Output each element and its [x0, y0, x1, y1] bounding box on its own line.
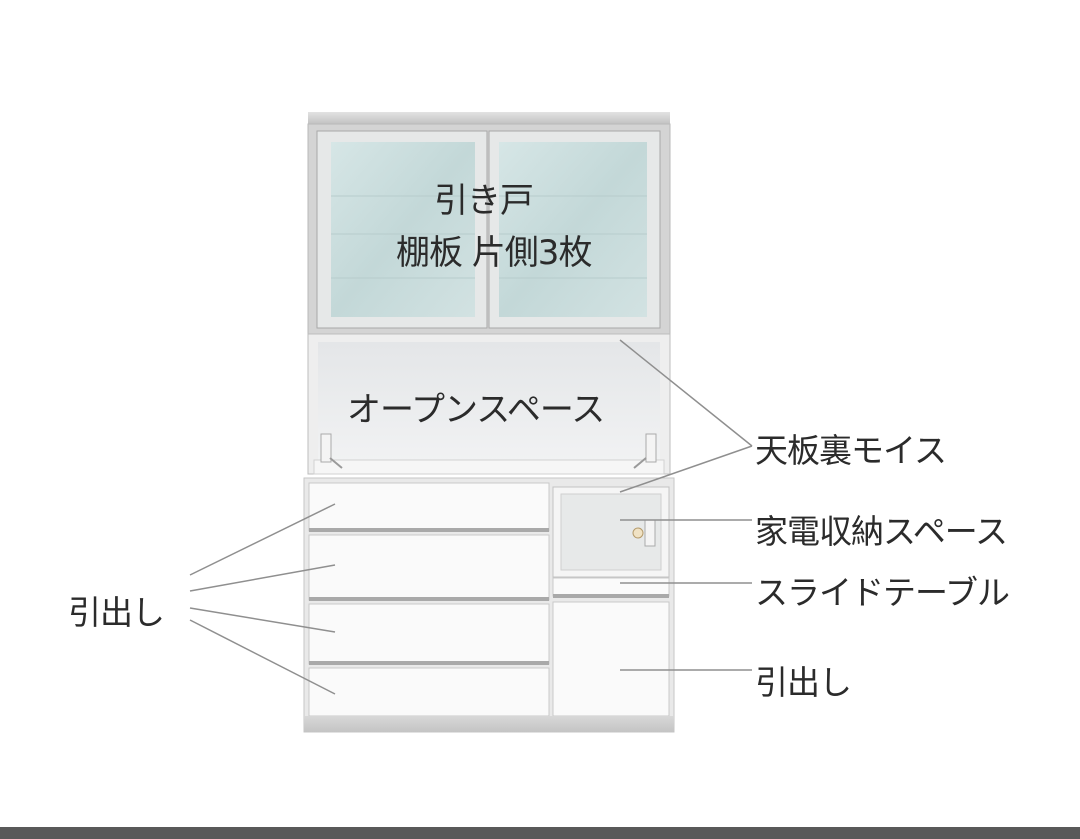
open-space-counter	[313, 459, 665, 475]
appliance-space-interior	[560, 493, 662, 571]
outlet-left	[320, 433, 332, 463]
slide-table	[552, 577, 670, 597]
leader-lines	[189, 339, 753, 695]
leader-drawer-2	[189, 564, 336, 592]
label-appliance-space: 家電収納スペース	[755, 512, 1008, 551]
open-space-section	[307, 333, 671, 475]
drawer-4	[308, 667, 550, 717]
lower-cabinet	[303, 477, 675, 733]
slide-table-handle	[553, 594, 669, 598]
label-drawer-right: 引出し	[755, 663, 852, 702]
label-open-space: オープンスペース	[347, 390, 605, 430]
label-shelf-info: 棚板 片側3枚	[396, 233, 592, 273]
outlet-right	[645, 433, 657, 463]
shelf-lines	[331, 195, 647, 279]
open-space-interior	[318, 342, 660, 462]
drawer-1-handle	[309, 528, 549, 532]
appliance-knob	[632, 527, 644, 539]
leader-drawer-1	[189, 503, 336, 576]
leader-drawer-4	[189, 619, 336, 695]
drawer-2	[308, 534, 550, 601]
label-drawer-left: 引出し	[68, 593, 165, 632]
drawer-2-handle	[309, 597, 549, 601]
right-drawer	[552, 601, 670, 717]
drawer-3-handle	[309, 661, 549, 665]
leader-top-moisture-a	[619, 339, 753, 447]
label-sliding-door: 引き戸	[434, 181, 534, 221]
leader-drawer-3	[189, 607, 336, 633]
plinth	[304, 716, 674, 732]
bracket-right	[633, 457, 647, 469]
upper-cabinet	[307, 112, 671, 335]
drawer-3	[308, 603, 550, 665]
right-door-glass	[499, 142, 647, 317]
bottom-bar	[0, 827, 1080, 839]
leader-top-moisture-b	[619, 445, 753, 493]
appliance-outlet	[644, 519, 656, 547]
bracket-left	[329, 457, 343, 469]
label-slide-table: スライドテーブル	[755, 573, 1010, 612]
drawer-1	[308, 482, 550, 532]
top-crown	[308, 112, 670, 126]
label-top-moisture: 天板裏モイス	[755, 431, 947, 470]
left-door-glass	[331, 142, 475, 317]
